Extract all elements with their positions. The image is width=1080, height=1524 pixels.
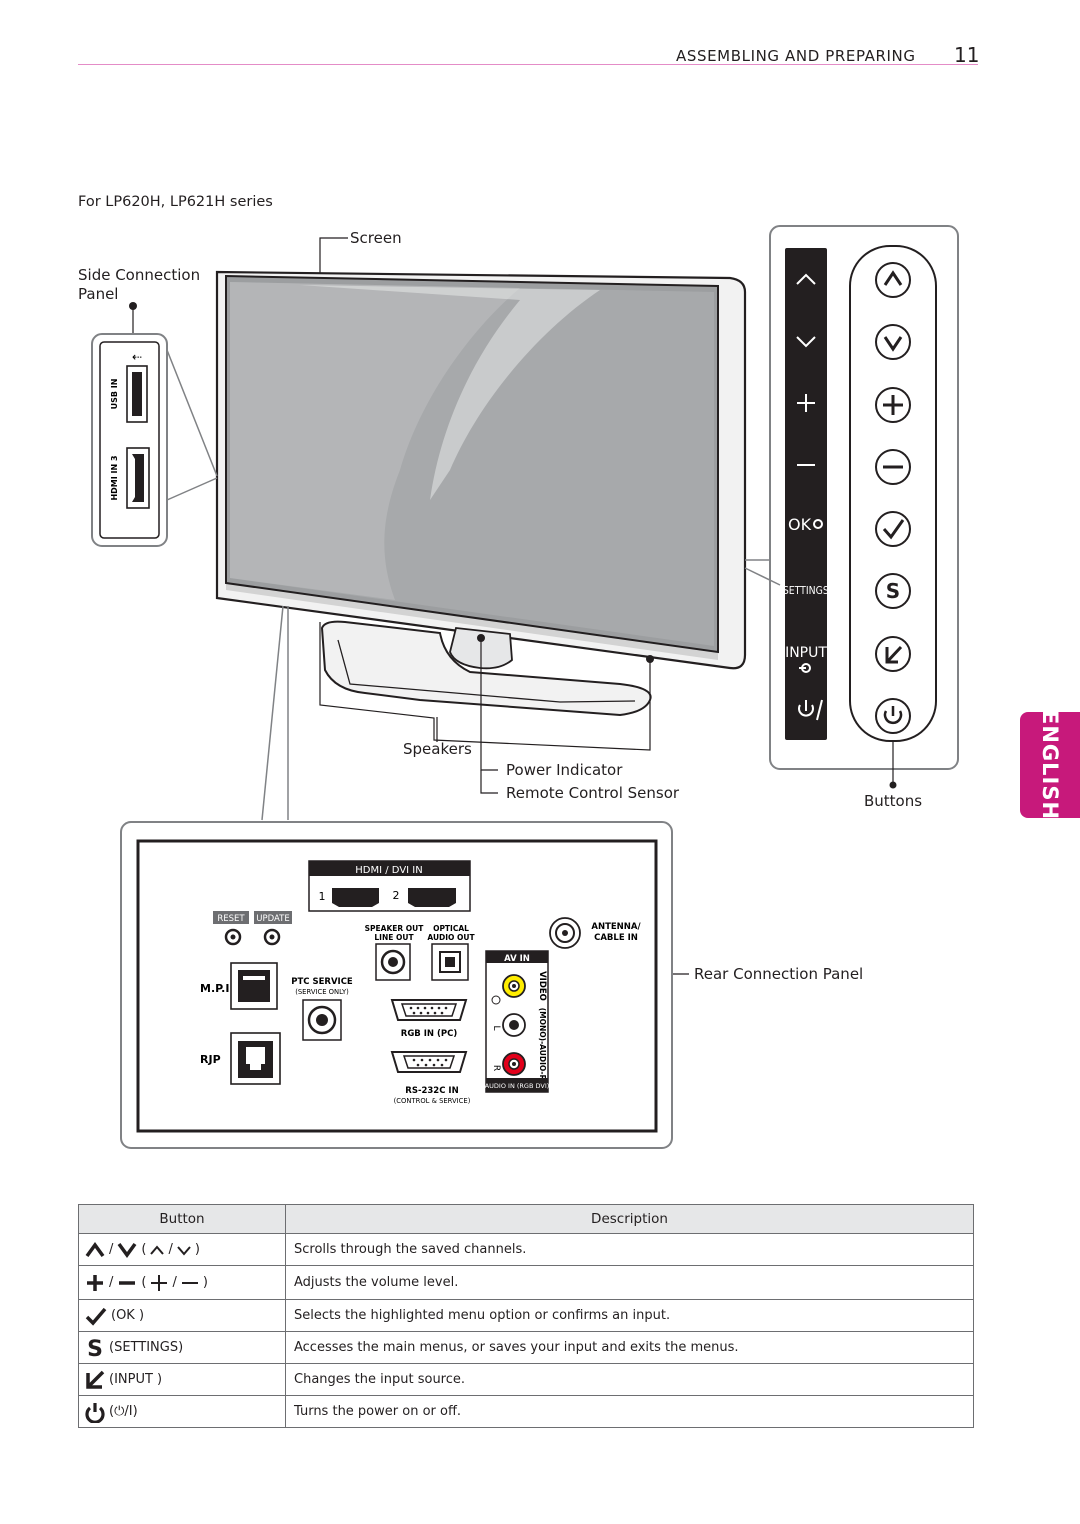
svg-text:⇠: ⇠ [132,350,142,364]
up-circle-icon [85,1241,105,1257]
row-buttons: (INPUT ) [78,1363,286,1396]
up-icon [150,1244,165,1255]
table-row: (⏻/I) Turns the power on or off. [78,1395,974,1428]
label-buttons: Buttons [864,792,923,810]
minus-icon [119,1280,136,1285]
tv-body [215,270,747,670]
rear-control-service: (CONTROL & SERVICE) [394,1097,471,1105]
table-header-description: Description [285,1204,974,1234]
rear-audio-out: AUDIO OUT [427,933,475,942]
strip-ok-label: OK [788,515,812,534]
table-row: (INPUT ) Changes the input source. [78,1363,974,1396]
table-row: / ( / ) Adjusts the volume level. [78,1265,974,1300]
row-buttons: S (SETTINGS) [78,1331,286,1364]
svg-text:S: S [87,1337,103,1359]
label-screen: Screen [350,229,402,247]
label-power-indicator: Power Indicator [506,761,623,779]
rear-speaker-out: SPEAKER OUT [365,924,425,933]
power-icon [85,1402,105,1423]
row-buttons: / ( / ) [78,1265,286,1300]
rear-av-in: AV IN [504,954,530,964]
rear-cable-in: CABLE IN [594,933,638,943]
rear-r-label: R [491,1065,501,1071]
rear-update-label: UPDATE [256,914,289,924]
row-description: Adjusts the volume level. [285,1265,974,1300]
down-icon [177,1245,191,1256]
rear-connection-panel: HDMI / DVI IN 1 2 RESET UPDATE SPEAKER O… [120,821,673,1149]
rear-l-label: L [491,1025,501,1030]
row-description: Turns the power on or off. [285,1395,974,1428]
table-row: (OK ) Selects the highlighted menu optio… [78,1299,974,1332]
rear-video-label: VIDEO [537,971,547,1001]
plus-icon [87,1274,103,1291]
row-buttons: (OK ) [78,1299,286,1332]
ok-label: (OK ) [111,1308,145,1323]
table-row: / ( / ) Scrolls through the saved channe… [78,1233,974,1266]
table-header-button: Button [78,1204,286,1234]
rear-optical: OPTICAL [433,924,469,933]
row-description: Selects the highlighted menu option or c… [285,1299,974,1332]
side-usb-label: USB IN [110,379,119,410]
row-description: Changes the input source. [285,1363,974,1396]
button-table: Button Description / ( / ) Scrolls throu… [78,1204,974,1428]
power-label: (⏻/I) [109,1404,138,1419]
rear-audio-in-rgb: AUDIO IN (RGB DVI) [485,1082,550,1090]
strip-settings-label: SETTINGS [783,585,829,597]
settings-label: (SETTINGS) [109,1340,184,1355]
rear-audio-label: (MONO)-AUDIO-R [538,1008,547,1081]
row-buttons: (⏻/I) [78,1395,286,1428]
table-row: S (SETTINGS) Accesses the main menus, or… [78,1331,974,1364]
rear-rjp-label: RJP [200,1053,221,1066]
minus-thin-icon [181,1281,198,1284]
rear-hdmi-label: HDMI / DVI IN [355,865,422,876]
label-side-connection-panel: Side Connection Panel [78,266,201,303]
label-rear-connection-panel: Rear Connection Panel [694,965,864,983]
label-speakers: Speakers [403,740,472,758]
rear-rs232-label: RS-232C IN [405,1086,458,1096]
rear-hdmi-1: 1 [319,890,326,903]
row-buttons: / ( / ) [78,1233,286,1266]
language-tab[interactable]: ENGLISH [1020,710,1080,820]
input-arrow-icon [86,1370,105,1389]
series-title: For LP620H, LP621H series [78,194,273,210]
settings-s-icon: S [87,1337,103,1359]
rear-mpi-label: M.P.I [200,982,229,995]
svg-text:S: S [886,579,900,603]
label-remote-sensor: Remote Control Sensor [506,784,680,802]
rear-hdmi-2: 2 [393,889,400,902]
side-hdmi-label: HDMI IN 3 [110,455,119,500]
side-connection-panel: USB IN ⇠ HDMI IN 3 [91,302,218,547]
plus-thin-icon [151,1274,168,1291]
rear-ptc-label: PTC SERVICE [291,977,353,987]
row-description: Scrolls through the saved channels. [285,1233,974,1266]
rear-service-only: (SERVICE ONLY) [295,988,349,996]
rear-antenna: ANTENNA/ [591,922,641,932]
header-rule [78,64,978,65]
strip-input-label: INPUT [785,645,827,661]
page-number: 11 [954,43,980,67]
rear-rgb-label: RGB IN (PC) [401,1029,458,1039]
rear-line-out: LINE OUT [374,933,414,942]
table-header-row: Button Description [78,1204,974,1234]
input-label: (INPUT ) [109,1372,163,1387]
row-description: Accesses the main menus, or saves your i… [285,1331,974,1364]
down-circle-icon [117,1242,137,1258]
check-icon [85,1307,107,1326]
button-panel: OK SETTINGS INPUT S [744,225,959,789]
tv-diagram: USB IN ⇠ HDMI IN 3 OK SETTINGS INPUT [91,225,959,1149]
section-title: ASSEMBLING AND PREPARING [676,47,916,65]
rear-reset-label: RESET [217,914,245,924]
